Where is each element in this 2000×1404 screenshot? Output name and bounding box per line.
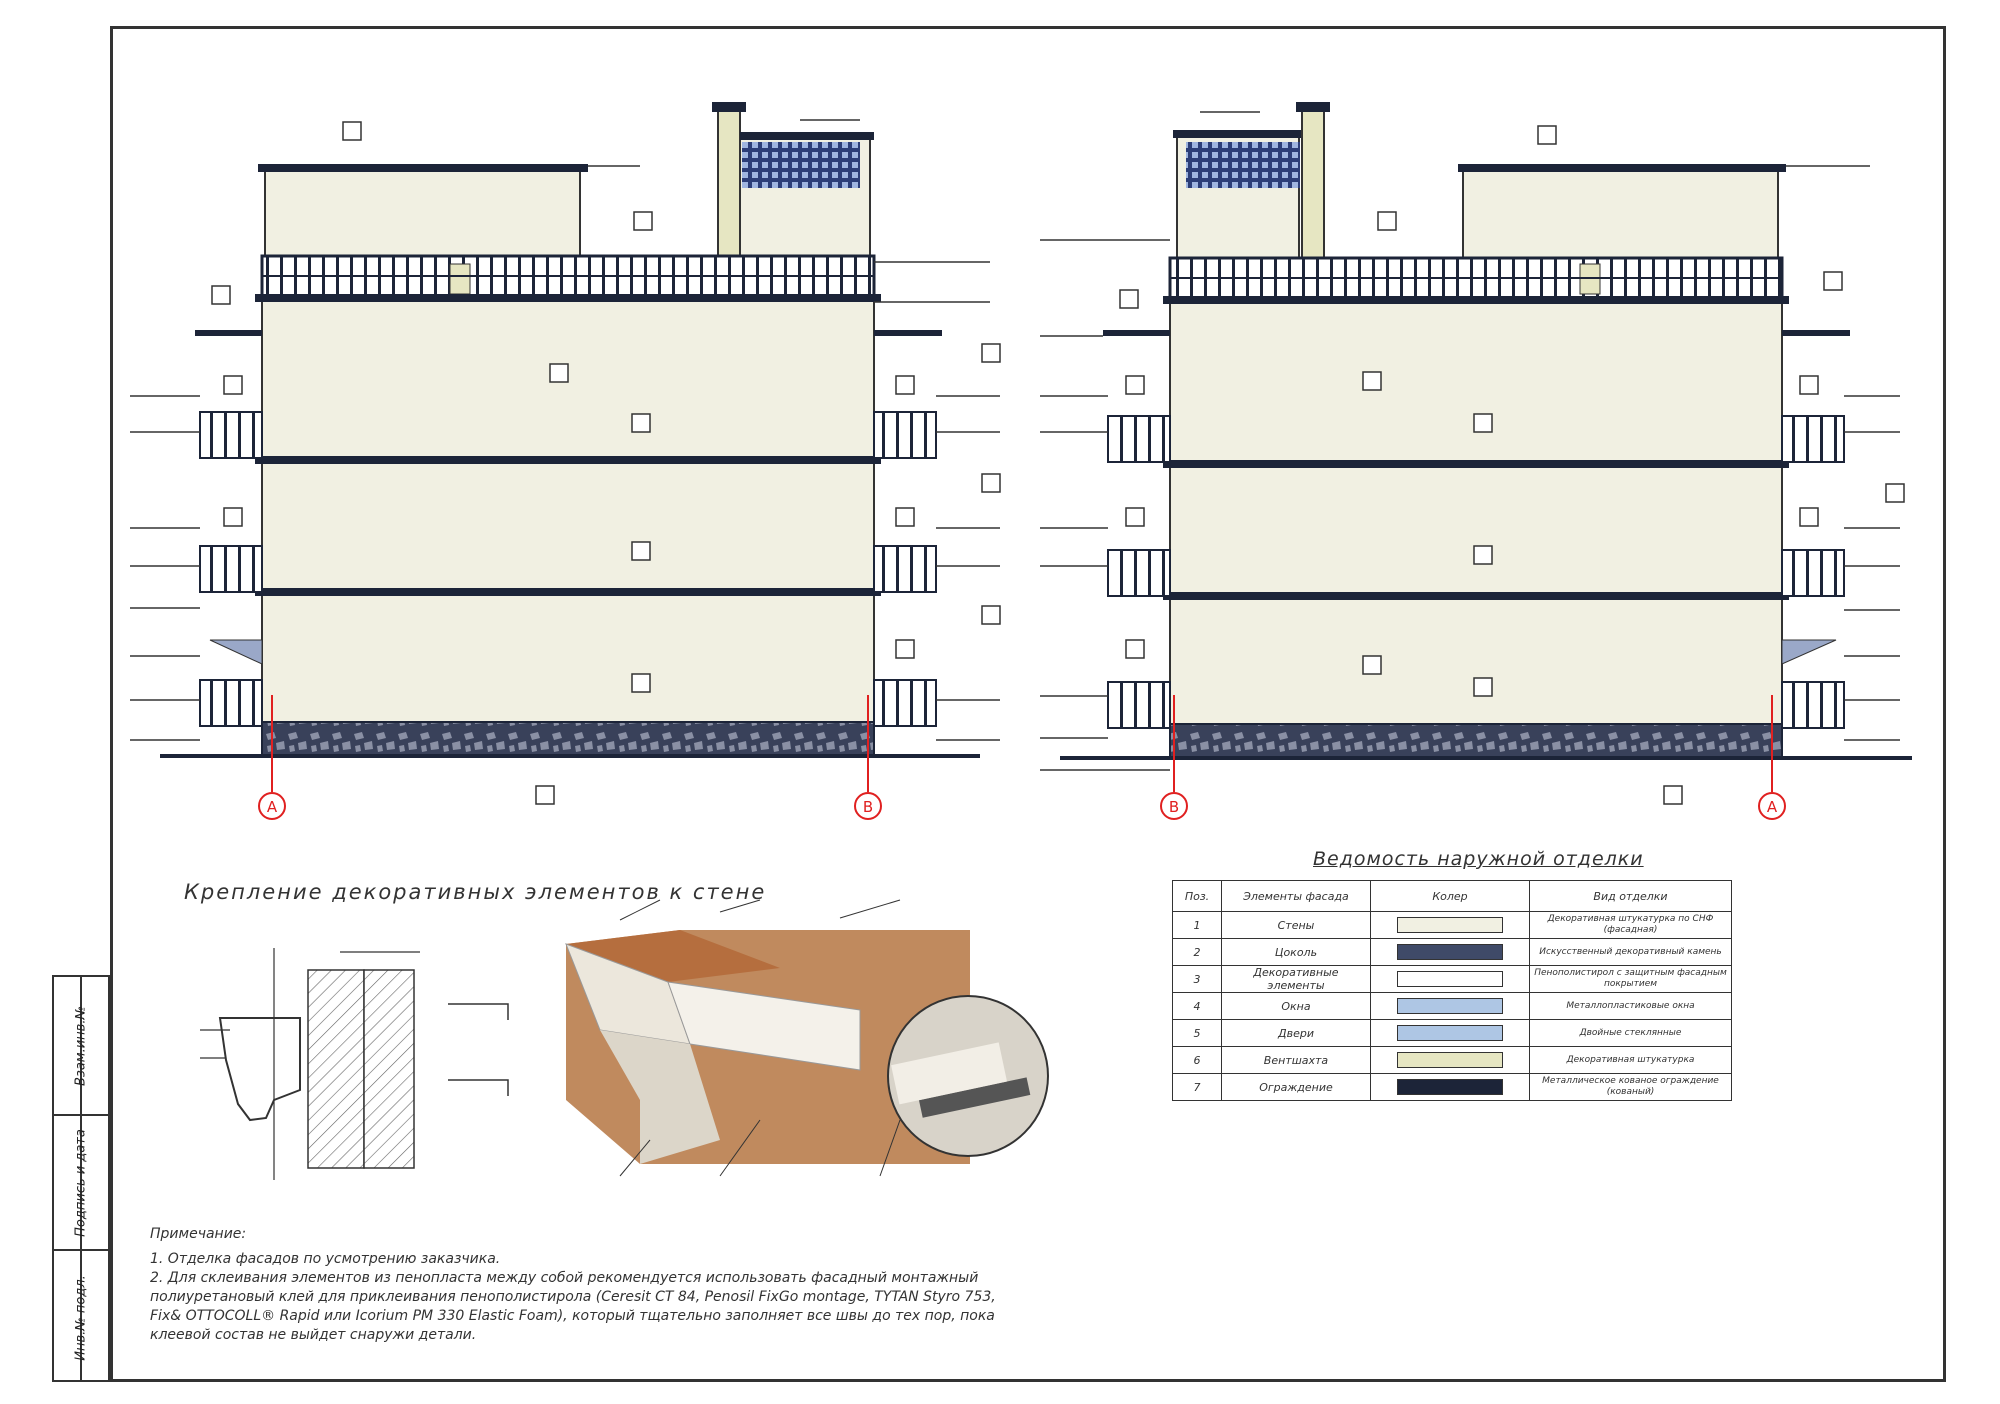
color-swatch xyxy=(1397,1052,1503,1068)
drawing-frame xyxy=(110,26,1946,1382)
row-element: Декоративные элементы xyxy=(1221,965,1371,993)
row-element: Стены xyxy=(1221,911,1371,939)
color-swatch xyxy=(1397,917,1503,933)
table-header: Поз. xyxy=(1172,880,1222,912)
fastening-title: Крепление декоративных элементов к стене xyxy=(184,880,767,904)
cornice-section-detail xyxy=(200,948,509,1180)
color-swatch xyxy=(1397,1025,1503,1041)
binding-strip: Взам.инв.№ Подпись и дата Инв.№ подл. xyxy=(52,975,110,1382)
row-finish: Двойные стеклянные xyxy=(1529,1019,1732,1047)
row-position: 1 xyxy=(1172,911,1222,939)
finish-schedule-table: Поз. Элементы фасада Колер Вид отделки 1… xyxy=(1172,880,1732,1101)
table-header: Вид отделки xyxy=(1529,880,1732,912)
row-element: Цоколь xyxy=(1221,938,1371,966)
color-swatch xyxy=(1397,998,1503,1014)
finish-schedule-title: Ведомость наружной отделки xyxy=(1313,848,1644,870)
color-swatch xyxy=(1397,971,1503,987)
row-color-swatch-cell xyxy=(1370,1019,1530,1047)
row-color-swatch-cell xyxy=(1370,1073,1530,1101)
row-color-swatch-cell xyxy=(1370,938,1530,966)
row-position: 7 xyxy=(1172,1073,1222,1101)
row-finish: Пенополистирол с защитным фасадным покры… xyxy=(1529,965,1732,993)
notes-heading: Примечание: xyxy=(150,1226,247,1242)
note-item: 1. Отделка фасадов по усмотрению заказчи… xyxy=(150,1251,501,1267)
axis-label: А xyxy=(267,798,278,816)
row-element: Окна xyxy=(1221,992,1371,1020)
row-position: 5 xyxy=(1172,1019,1222,1047)
notes-block: Примечание: 1. Отделка фасадов по усмотр… xyxy=(150,1225,1030,1345)
row-finish: Декоративная штукатурка xyxy=(1529,1046,1732,1074)
row-position: 4 xyxy=(1172,992,1222,1020)
right-elevation xyxy=(1040,102,1912,820)
color-swatch xyxy=(1397,1079,1503,1095)
row-finish: Металлическое кованое ограждение (кованы… xyxy=(1529,1073,1732,1101)
row-color-swatch-cell xyxy=(1370,965,1530,993)
row-position: 6 xyxy=(1172,1046,1222,1074)
row-position: 3 xyxy=(1172,965,1222,993)
axis-label: В xyxy=(1169,798,1179,816)
axis-label: А xyxy=(1767,798,1778,816)
row-position: 2 xyxy=(1172,938,1222,966)
row-element: Ограждение xyxy=(1221,1073,1371,1101)
row-color-swatch-cell xyxy=(1370,1046,1530,1074)
row-color-swatch-cell xyxy=(1370,992,1530,1020)
row-element: Двери xyxy=(1221,1019,1371,1047)
table-header: Элементы фасада xyxy=(1221,880,1371,912)
left-elevation xyxy=(130,102,1001,820)
row-finish: Декоративная штукатурка по СНФ (фасадная… xyxy=(1529,911,1732,939)
row-finish: Металлопластиковые окна xyxy=(1529,992,1732,1020)
table-header: Колер xyxy=(1370,880,1530,912)
cornice-isometric-detail xyxy=(565,899,1049,1177)
row-finish: Искусственный декоративный камень xyxy=(1529,938,1732,966)
axis-label: В xyxy=(863,798,873,816)
row-color-swatch-cell xyxy=(1370,911,1530,939)
note-item: 2. Для склеивания элементов из пенопласт… xyxy=(150,1270,996,1343)
row-element: Вентшахта xyxy=(1221,1046,1371,1074)
color-swatch xyxy=(1397,944,1503,960)
